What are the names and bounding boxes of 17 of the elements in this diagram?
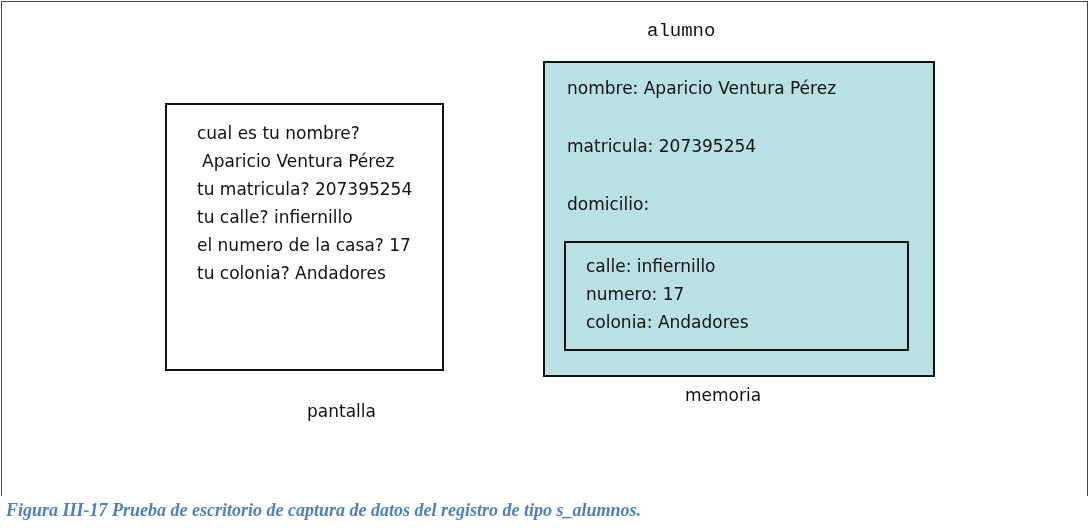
field-text: numero: 17 xyxy=(586,284,685,305)
field-text: matricula: 207395254 xyxy=(567,136,757,157)
output-line: el numero de la casa? 17 xyxy=(197,235,411,256)
field-text: nombre: Aparicio Ventura Pérez xyxy=(567,78,837,99)
output-line: tu colonia? Andadores xyxy=(197,263,386,284)
figure-caption: Figura III-17 Prueba de escritorio de captura de datos del registro de tipo s_alumnos. xyxy=(6,500,642,521)
output-line: tu matricula? 207395254 xyxy=(197,179,413,200)
nested-record-box xyxy=(564,241,909,351)
output-line: Aparicio Ventura Pérez xyxy=(202,151,395,172)
field-text: domicilio: xyxy=(567,194,650,215)
field-text: colonia: Andadores xyxy=(586,312,749,333)
area-label: memoria xyxy=(685,385,762,406)
record-name: alumno xyxy=(647,21,716,42)
area-label: pantalla xyxy=(307,401,376,422)
output-line: cual es tu nombre? xyxy=(197,123,360,144)
field-text: calle: infiernillo xyxy=(586,256,716,277)
output-line: tu calle? infiernillo xyxy=(197,207,353,228)
